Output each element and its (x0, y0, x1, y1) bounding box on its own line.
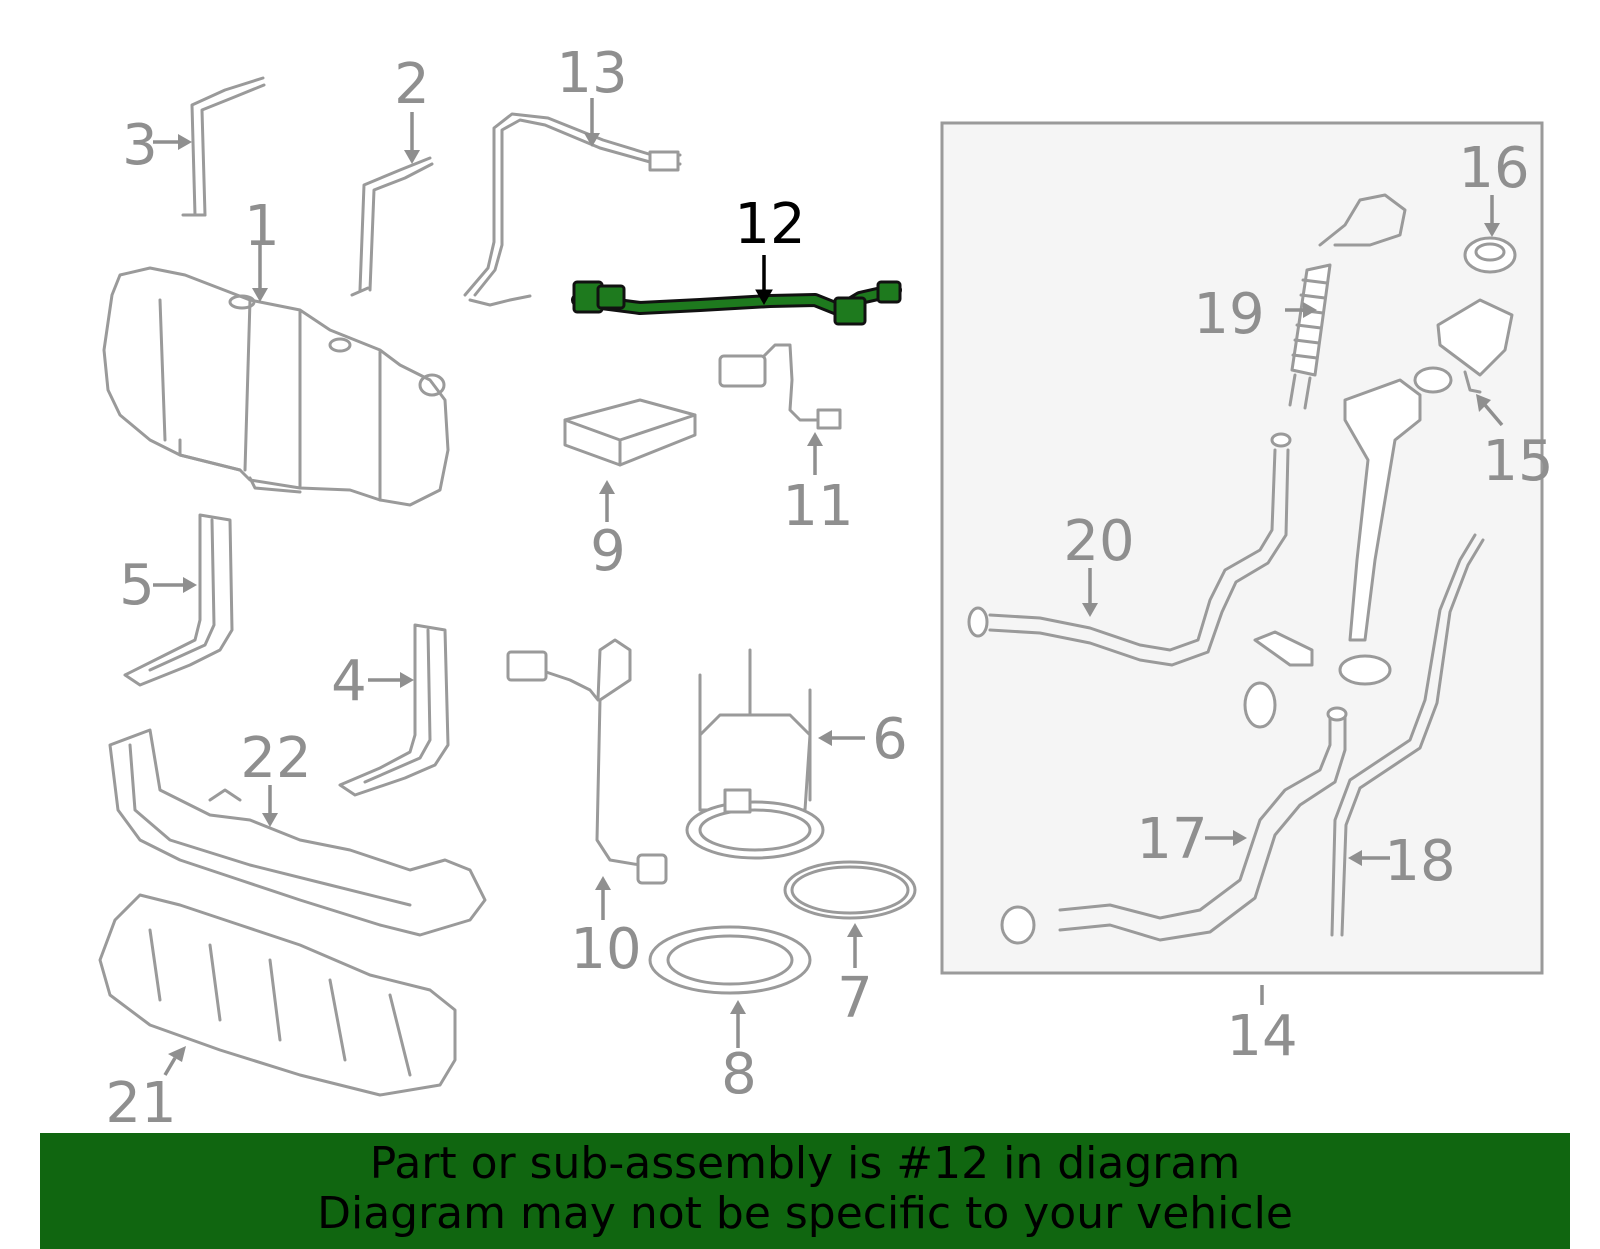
inset-box-14 (940, 121, 1544, 975)
part-12-wiring-harness[interactable] (571, 280, 902, 326)
callout-label-4[interactable]: 4 (331, 649, 367, 714)
part-3-strap[interactable] (181, 76, 266, 217)
callout-label-21[interactable]: 21 (105, 1071, 176, 1136)
part-9-control-module[interactable] (563, 398, 697, 467)
callout-label-1[interactable]: 1 (244, 194, 280, 259)
callout-label-17[interactable]: 17 (1136, 807, 1207, 872)
part-17-fill-hose[interactable] (1000, 706, 1348, 945)
part-16-cap[interactable] (1463, 236, 1517, 274)
banner-line-2: Diagram may not be specific to your vehi… (317, 1188, 1293, 1239)
callout-label-16[interactable]: 16 (1458, 136, 1529, 201)
part-21-skid-plate[interactable] (98, 893, 457, 1097)
part-1-fuel-tank[interactable] (102, 266, 450, 507)
callout-labels: 1 2 3 4 5 6 7 8 9 10 11 12 13 14 15 16 1… (105, 41, 1553, 1136)
part-5-bracket[interactable] (123, 513, 234, 687)
callout-label-19[interactable]: 19 (1193, 282, 1264, 347)
part-2-strap[interactable] (350, 156, 434, 297)
part-8-lock-ring[interactable] (648, 925, 812, 995)
callout-arrows (153, 98, 1504, 1076)
part-10-pump-harness[interactable] (506, 638, 668, 885)
callout-label-15[interactable]: 15 (1482, 429, 1553, 494)
part-15-housing[interactable] (1436, 298, 1514, 394)
callout-label-9[interactable]: 9 (590, 519, 626, 584)
info-banner: Part or sub-assembly is #12 in diagram D… (40, 1133, 1570, 1249)
part-11-sensor[interactable] (718, 343, 842, 430)
part-6-fuel-pump[interactable] (685, 648, 825, 860)
callout-label-10[interactable]: 10 (570, 917, 641, 982)
callout-label-22[interactable]: 22 (240, 726, 311, 791)
callout-label-7[interactable]: 7 (837, 966, 873, 1031)
callout-label-6[interactable]: 6 (872, 707, 908, 772)
part-22-shield-bracket[interactable] (108, 728, 487, 937)
part-18-vent-line[interactable] (1330, 533, 1485, 937)
part-7-seal[interactable] (783, 860, 917, 920)
callout-label-13[interactable]: 13 (556, 41, 627, 106)
callout-label-11[interactable]: 11 (782, 474, 853, 539)
callout-label-18[interactable]: 18 (1384, 829, 1455, 894)
banner-line-1: Part or sub-assembly is #12 in diagram (369, 1138, 1241, 1189)
callout-label-20[interactable]: 20 (1063, 509, 1134, 574)
part-4-bracket[interactable] (338, 623, 450, 797)
callout-label-12[interactable]: 12 (734, 192, 805, 257)
callout-label-3[interactable]: 3 (122, 113, 158, 178)
part-13-vapor-line[interactable] (463, 112, 682, 307)
callout-label-8[interactable]: 8 (721, 1042, 757, 1107)
part-20-vent-hose[interactable] (967, 432, 1292, 667)
callout-label-14[interactable]: 14 (1226, 1004, 1297, 1069)
part-inset-bracket (1243, 366, 1453, 729)
callout-label-2[interactable]: 2 (394, 52, 430, 117)
callout-label-5[interactable]: 5 (119, 553, 155, 618)
